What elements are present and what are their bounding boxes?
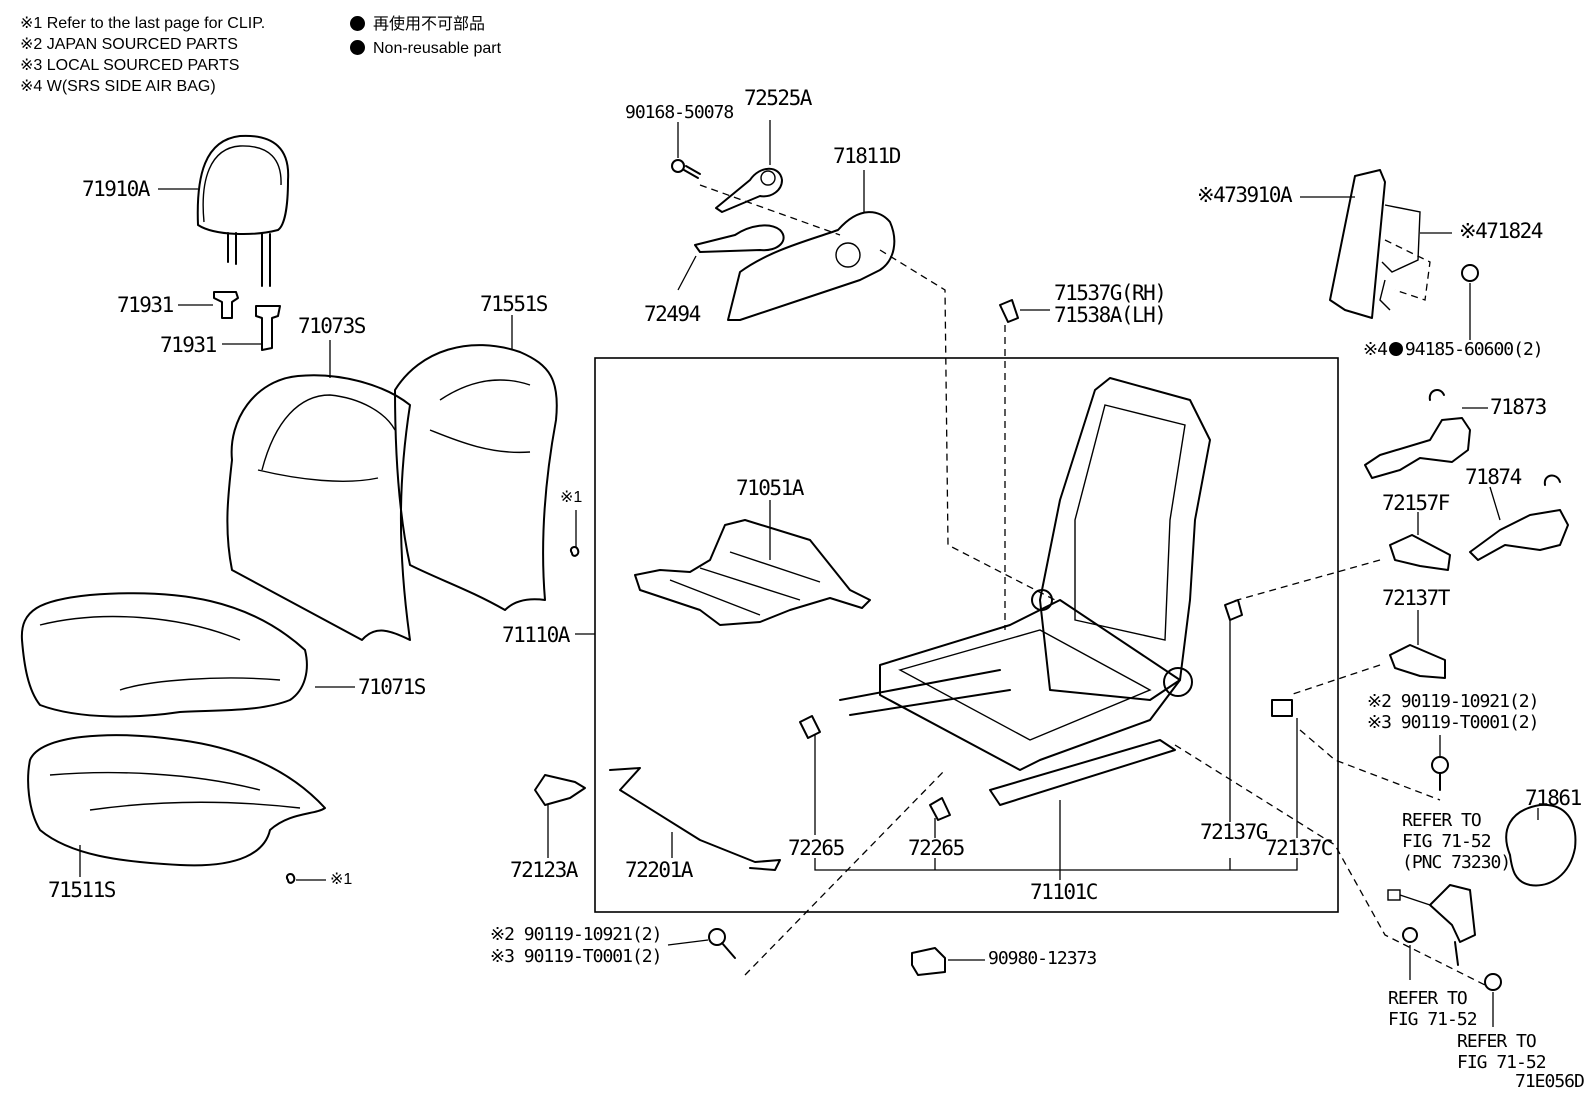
label-71874[interactable]: 71874 <box>1465 465 1522 489</box>
wire-72201A-drawing <box>609 767 781 871</box>
label-72265-left[interactable]: 72265 <box>788 836 845 860</box>
label-72265-right[interactable]: 72265 <box>908 836 965 860</box>
label-72137T[interactable]: 72137T <box>1382 586 1450 610</box>
note-japan-sourced: ※2 JAPAN SOURCED PARTS <box>20 36 238 53</box>
label-refer-to-1[interactable]: REFER TO <box>1402 810 1482 831</box>
label-71537G[interactable]: 71537G(RH) <box>1054 281 1167 305</box>
cushion-cover-drawing <box>27 734 326 877</box>
note-side-airbag: ※4 W(SRS SIDE AIR BAG) <box>20 78 216 95</box>
label-pnc-73230[interactable]: (PNC 73230) <box>1402 852 1511 873</box>
label-90168-50078[interactable]: 90168-50078 <box>625 102 734 123</box>
cover-71537-drawing <box>999 299 1050 630</box>
label-71071S[interactable]: 71071S <box>358 675 426 699</box>
seat-belt-buckle-drawing <box>1174 744 1577 1027</box>
label-90119-T0001-bottom[interactable]: ※3 90119-T0001(2) <box>490 946 662 967</box>
label-71051A[interactable]: 71051A <box>736 476 804 500</box>
label-refer-to-2[interactable]: REFER TO <box>1388 988 1468 1009</box>
headrest-support-drawing <box>178 291 281 351</box>
label-fig-71-52-1[interactable]: FIG 71-52 <box>1402 831 1492 852</box>
label-71551S[interactable]: 71551S <box>480 292 548 316</box>
recliner-handle-drawing <box>677 120 1056 601</box>
label-71811D[interactable]: 71811D <box>833 144 901 168</box>
screw-right-drawing <box>1299 729 1449 801</box>
figure-id: 71E056D <box>1515 1071 1585 1092</box>
seatback-pad-drawing <box>226 340 411 641</box>
label-71073S[interactable]: 71073S <box>298 314 366 338</box>
label-clip-ref-upper: ※1 <box>560 489 583 506</box>
bolt-90168-drawing <box>671 122 701 179</box>
label-71931-upper[interactable]: 71931 <box>117 293 174 317</box>
legend-jp: 再使用不可部品 <box>350 16 485 33</box>
wire-harness-drawing <box>1364 389 1569 561</box>
label-72123A[interactable]: 72123A <box>510 858 578 882</box>
label-73910A[interactable]: ※473910A <box>1197 183 1293 207</box>
label-72201A[interactable]: 72201A <box>625 858 693 882</box>
label-72525A[interactable]: 72525A <box>744 86 812 110</box>
label-90980-12373[interactable]: 90980-12373 <box>988 948 1097 969</box>
non-reusable-dot-icon <box>1388 342 1403 356</box>
label-71873[interactable]: 71873 <box>1490 395 1547 419</box>
label-71861[interactable]: 71861 <box>1525 786 1582 810</box>
label-71931-lower[interactable]: 71931 <box>160 333 217 357</box>
label-90119-T0001-right[interactable]: ※3 90119-T0001(2) <box>1367 712 1539 733</box>
cushion-pad-drawing <box>20 592 355 718</box>
non-reusable-dot-icon <box>350 40 365 55</box>
label-71110A[interactable]: 71110A <box>502 623 570 647</box>
label-90119-10921-bottom[interactable]: ※2 90119-10921(2) <box>490 924 662 945</box>
label-72137G[interactable]: 72137G <box>1200 820 1268 844</box>
label-clip-ref-lower: ※1 <box>330 871 353 888</box>
side-airbag-drawing <box>1300 169 1479 340</box>
label-71824[interactable]: ※471824 <box>1459 219 1543 243</box>
seat-frame-drawing <box>839 377 1211 870</box>
legend-en: Non-reusable part <box>350 40 501 57</box>
non-reusable-dot-icon <box>350 16 365 31</box>
seat-frame-group-box <box>594 357 1339 913</box>
label-72137C[interactable]: 72137C <box>1265 836 1333 860</box>
label-71538A[interactable]: 71538A(LH) <box>1054 303 1167 327</box>
bracket-72157F-drawing <box>1229 512 1451 696</box>
label-71101C[interactable]: 71101C <box>1030 880 1098 904</box>
label-90119-10921-right[interactable]: ※2 90119-10921(2) <box>1367 691 1539 712</box>
group-bracket-lines <box>814 858 1298 880</box>
label-72494[interactable]: 72494 <box>644 302 701 326</box>
headrest-drawing <box>158 134 290 287</box>
seatback-cover-drawing <box>394 315 558 611</box>
connector-90980-drawing <box>911 947 985 976</box>
label-71910A[interactable]: 71910A <box>82 177 150 201</box>
clip-drawing <box>285 510 580 884</box>
screw-bottom-drawing <box>667 769 946 976</box>
note-clip: ※1 Refer to the last page for CLIP. <box>20 15 266 32</box>
bracket-72123A-drawing <box>534 774 586 858</box>
clip-72265-drawing <box>799 715 951 838</box>
label-fig-71-52-3[interactable]: FIG 71-52 <box>1457 1052 1547 1073</box>
label-fig-71-52-2[interactable]: FIG 71-52 <box>1388 1009 1478 1030</box>
label-refer-to-3[interactable]: REFER TO <box>1457 1031 1537 1052</box>
note-local-sourced: ※3 LOCAL SOURCED PARTS <box>20 57 240 74</box>
connector-72137-drawing <box>1224 599 1298 838</box>
spring-71051A-drawing <box>634 500 871 626</box>
label-72157F[interactable]: 72157F <box>1382 491 1450 515</box>
label-71511S[interactable]: 71511S <box>48 878 116 902</box>
